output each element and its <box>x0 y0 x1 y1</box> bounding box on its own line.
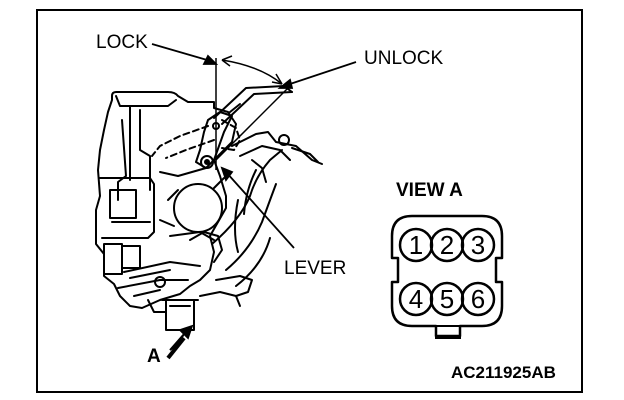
connector-housing <box>390 214 504 338</box>
lever-label: LEVER <box>284 258 346 279</box>
view-a-arrow-shaft <box>166 336 186 360</box>
lock-leader-line <box>151 43 215 63</box>
unlock-label: UNLOCK <box>364 48 444 69</box>
unlock-leader-line <box>283 61 357 87</box>
lever-leader-arrowhead <box>220 166 234 182</box>
connector-pin-number: 3 <box>471 230 485 260</box>
swing-arc-arrowhead-right <box>271 73 283 85</box>
lever-swing-indicator <box>215 55 289 170</box>
connector-key-tab <box>435 325 461 339</box>
connector-pin-number: 2 <box>440 230 454 260</box>
connector-pin-number: 5 <box>440 284 454 314</box>
figure-border <box>36 9 583 393</box>
connector-pin-circle <box>460 227 496 263</box>
swing-arc-arrowhead-left <box>221 55 233 67</box>
connector-pin-number: 4 <box>409 284 423 314</box>
connector-pin-number: 1 <box>409 230 423 260</box>
connector-pin-number: 6 <box>471 284 485 314</box>
connector-pin-circle <box>460 281 496 317</box>
door-lock-actuator-drawing <box>95 85 323 331</box>
arrow-a-label: A <box>147 346 161 367</box>
swing-arc <box>221 59 283 85</box>
lock-label: LOCK <box>96 32 148 53</box>
unlock-reference-line <box>215 87 289 161</box>
view-a-title: VIEW A <box>396 180 463 201</box>
lock-leader-arrowhead <box>202 54 219 65</box>
figure-code-label: AC211925AB <box>451 363 556 382</box>
lever-leader-line <box>225 171 295 249</box>
unlock-leader-arrowhead <box>277 78 294 89</box>
